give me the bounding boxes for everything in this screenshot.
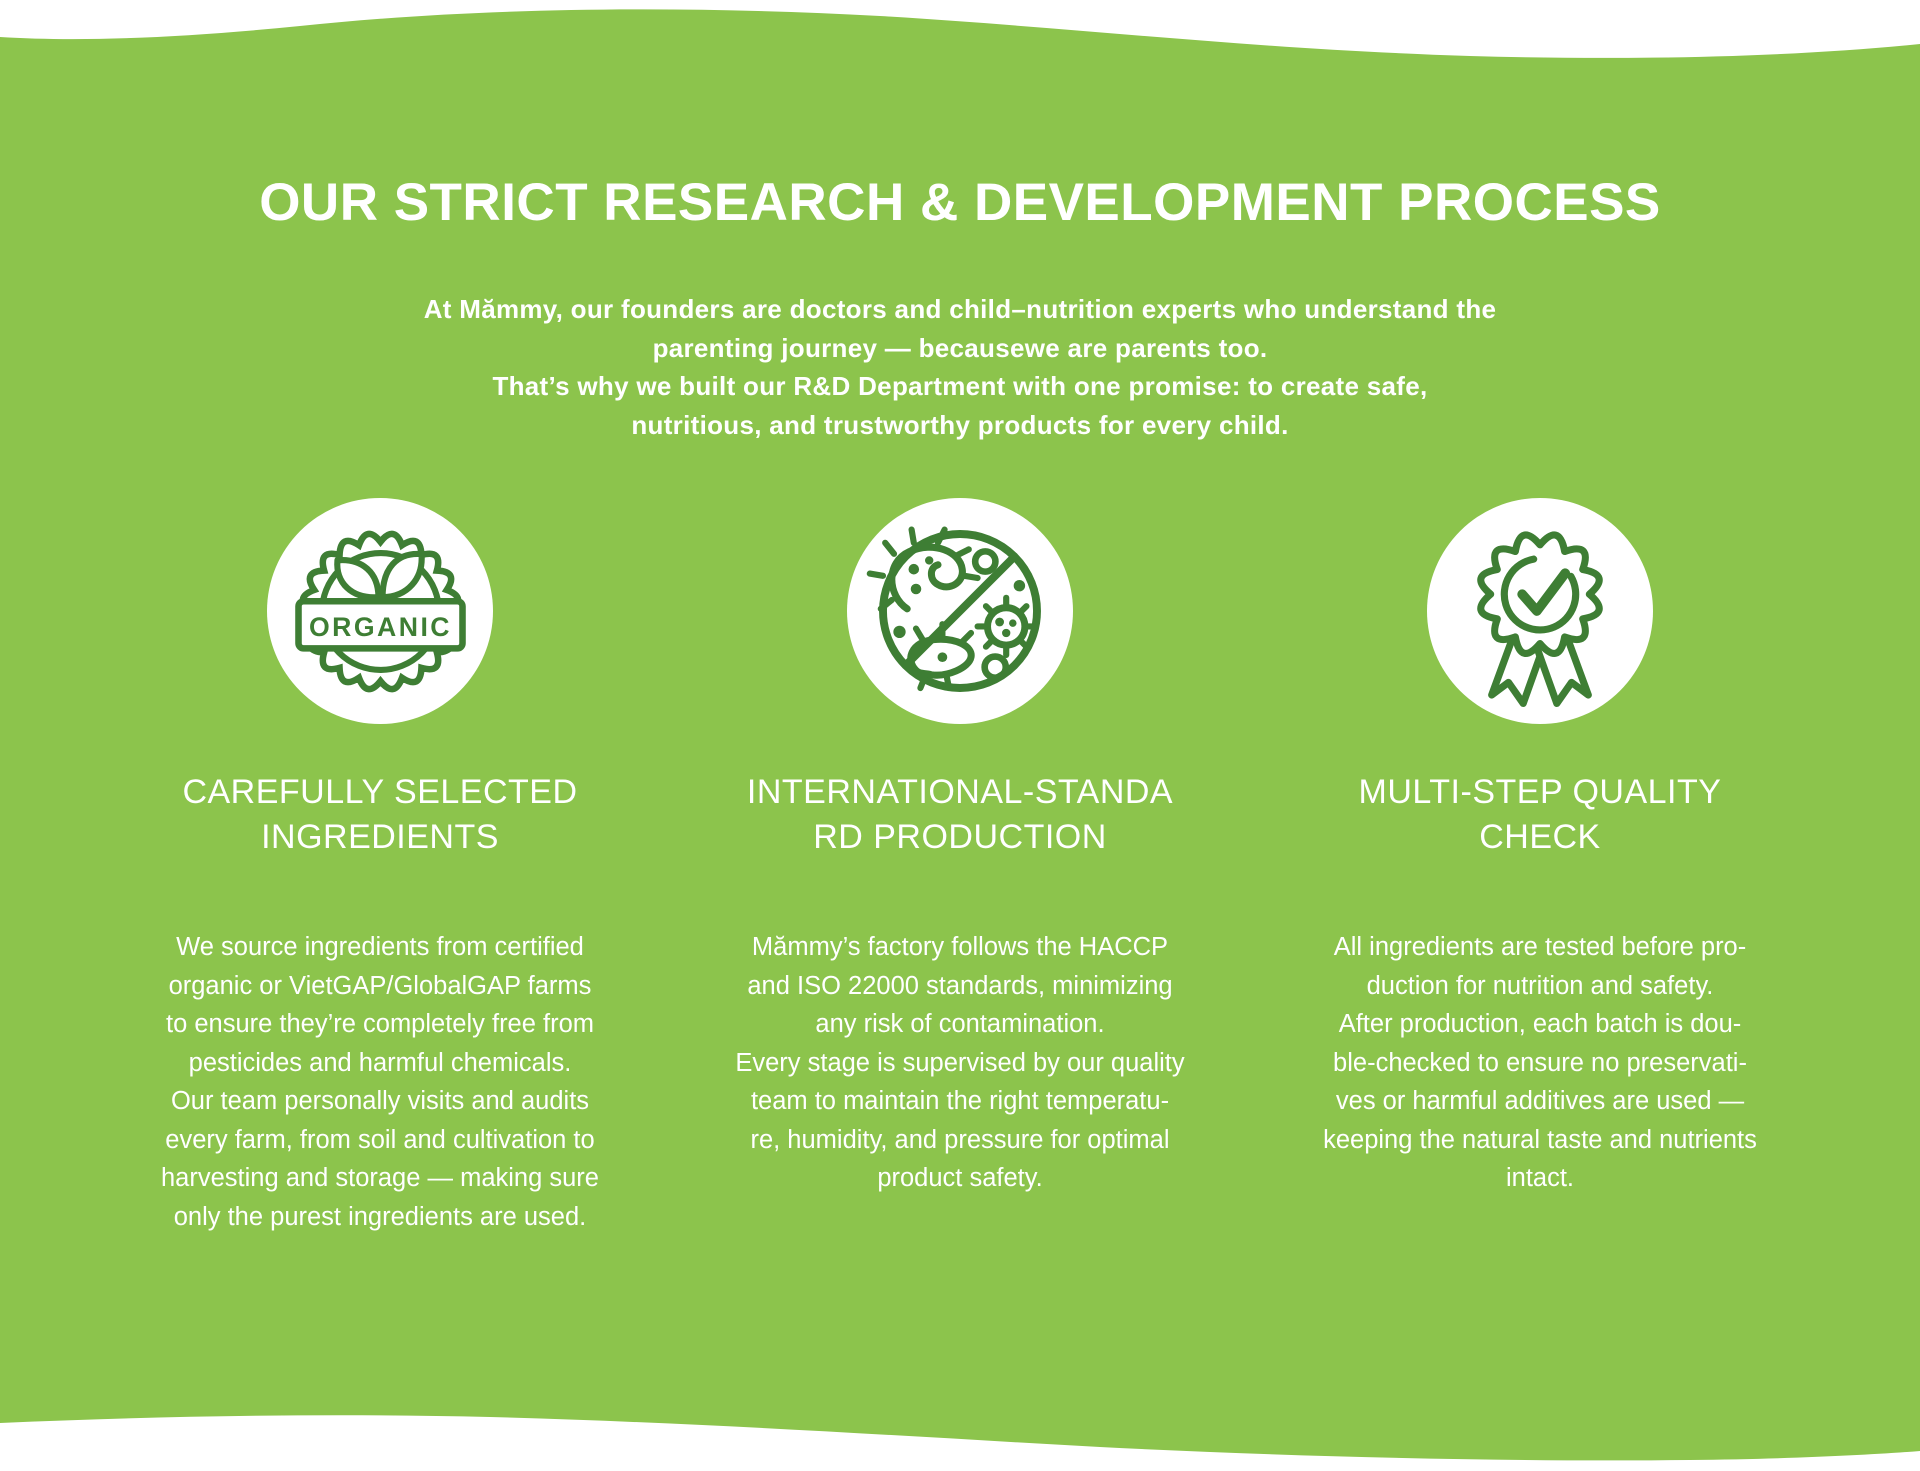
column-production: INTERNATIONAL-STANDA RD PRODUCTION Mămmy… bbox=[670, 498, 1250, 1236]
no-bacteria-icon bbox=[866, 526, 1041, 692]
column-heading: CAREFULLY SELECTED INGREDIENTS bbox=[182, 773, 578, 856]
icon-circle bbox=[847, 498, 1073, 724]
column-body: We source ingredients from certified org… bbox=[161, 933, 599, 1231]
section-intro: At Mămmy, our founders are doctors and c… bbox=[423, 294, 1497, 440]
column-body: Mămmy’s factory follows the HACCP and IS… bbox=[735, 933, 1185, 1192]
organic-badge-icon: ORGANIC bbox=[294, 530, 466, 692]
organic-label: ORGANIC bbox=[308, 612, 451, 642]
column-quality: MULTI-STEP QUALITY CHECK All ingredients… bbox=[1250, 498, 1830, 1236]
icon-circle bbox=[1427, 498, 1653, 724]
feature-columns: ORGANIC CAREFULLY SELECTED INGREDIENTS W… bbox=[90, 498, 1830, 1236]
column-body: All ingredients are tested before pro- d… bbox=[1323, 933, 1757, 1192]
section-title: OUR STRICT RESEARCH & DEVELOPMENT PROCES… bbox=[259, 173, 1661, 232]
column-heading: INTERNATIONAL-STANDA RD PRODUCTION bbox=[746, 773, 1174, 856]
column-heading: MULTI-STEP QUALITY CHECK bbox=[1358, 773, 1722, 856]
quality-ribbon-icon bbox=[1477, 531, 1603, 707]
icon-circle: ORGANIC bbox=[267, 498, 493, 724]
bottom-wave-decoration bbox=[0, 1415, 1920, 1471]
top-wave-decoration bbox=[0, 0, 1920, 58]
column-ingredients: ORGANIC CAREFULLY SELECTED INGREDIENTS W… bbox=[90, 498, 670, 1236]
